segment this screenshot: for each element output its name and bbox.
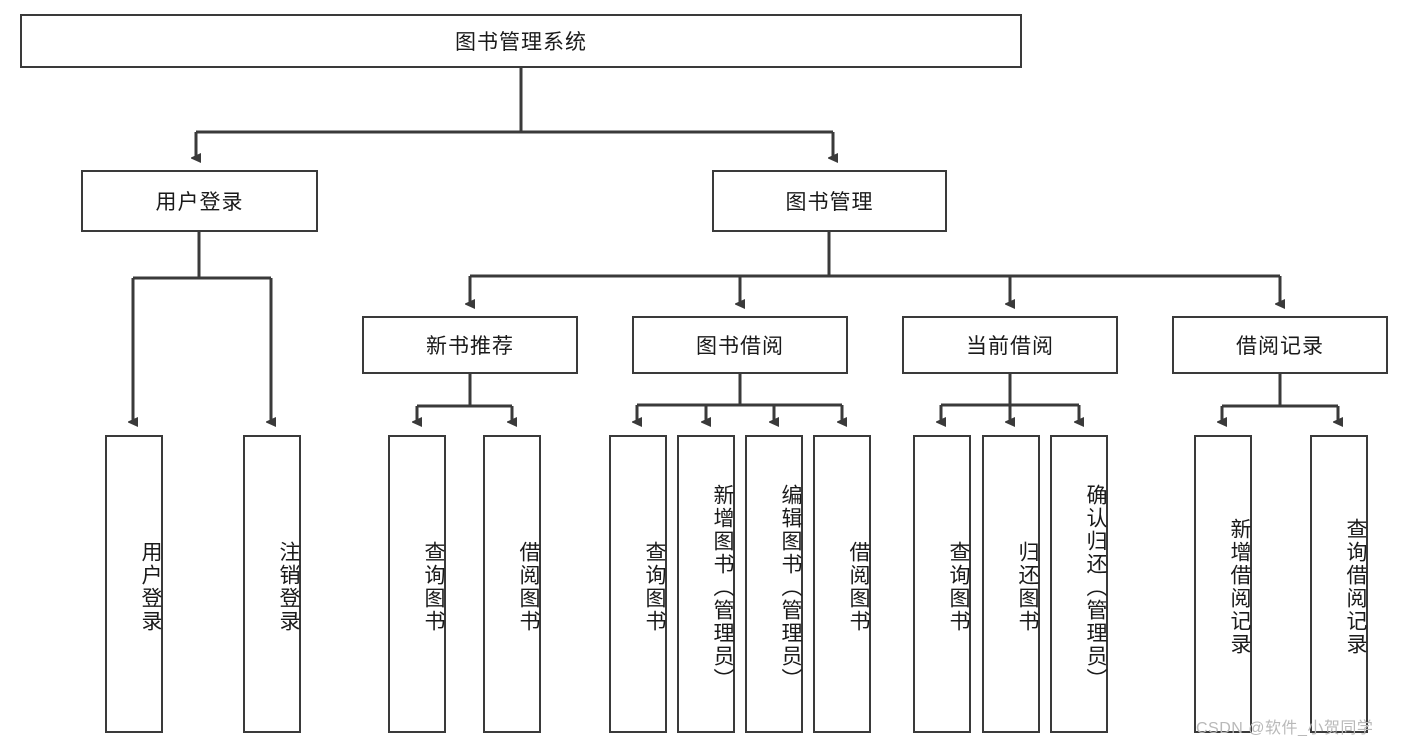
leaf-new-book-borrow[interactable]: 借阅图书: [483, 435, 541, 733]
node-label: 查询图书: [643, 541, 666, 633]
node-label: 编辑图书（管理员）: [779, 483, 802, 691]
node-user-login[interactable]: 用户登录: [81, 170, 318, 232]
node-label: 新书推荐: [426, 335, 514, 358]
node-label: 用户登录: [155, 191, 244, 214]
leaf-user-login-signin[interactable]: 用户登录: [105, 435, 163, 733]
leaf-current-query-book[interactable]: 查询图书: [913, 435, 971, 733]
node-label: 借阅记录: [1236, 335, 1324, 358]
node-label: 当前借阅: [966, 335, 1054, 358]
node-label: 新增图书（管理员）: [711, 483, 734, 691]
node-new-book-recommend[interactable]: 新书推荐: [362, 316, 578, 374]
leaf-new-book-query[interactable]: 查询图书: [388, 435, 446, 733]
node-label: 图书借阅: [696, 335, 784, 358]
node-root-system[interactable]: 图书管理系统: [20, 14, 1022, 68]
leaf-borrow-query-book[interactable]: 查询图书: [609, 435, 667, 733]
leaf-borrow-borrow-book[interactable]: 借阅图书: [813, 435, 871, 733]
leaf-user-login-signout[interactable]: 注销登录: [243, 435, 301, 733]
node-label: 归还图书: [1016, 541, 1039, 633]
node-label: 用户登录: [139, 541, 162, 633]
node-label: 确认归还（管理员）: [1084, 483, 1107, 691]
csdn-watermark: CSDN @软件_小贺同学: [1196, 720, 1374, 737]
leaf-current-confirm-return-admin[interactable]: 确认归还（管理员）: [1050, 435, 1108, 733]
leaf-borrow-edit-book-admin[interactable]: 编辑图书（管理员）: [745, 435, 803, 733]
leaf-borrow-add-book-admin[interactable]: 新增图书（管理员）: [677, 435, 735, 733]
node-label: 借阅图书: [517, 541, 540, 633]
leaf-record-add[interactable]: 新增借阅记录: [1194, 435, 1252, 733]
node-label: 查询借阅记录: [1344, 518, 1367, 656]
node-label: 图书管理: [785, 191, 874, 214]
leaf-current-return-book[interactable]: 归还图书: [982, 435, 1040, 733]
node-book-management[interactable]: 图书管理: [712, 170, 947, 232]
node-label: 查询图书: [422, 541, 445, 633]
node-label: 图书管理系统: [455, 31, 587, 54]
node-label: 借阅图书: [847, 541, 870, 633]
node-current-borrow[interactable]: 当前借阅: [902, 316, 1118, 374]
node-label: 注销登录: [277, 541, 300, 633]
leaf-record-query[interactable]: 查询借阅记录: [1310, 435, 1368, 733]
node-book-borrow[interactable]: 图书借阅: [632, 316, 848, 374]
node-borrow-record[interactable]: 借阅记录: [1172, 316, 1388, 374]
node-label: 新增借阅记录: [1228, 518, 1251, 656]
node-label: 查询图书: [947, 541, 970, 633]
